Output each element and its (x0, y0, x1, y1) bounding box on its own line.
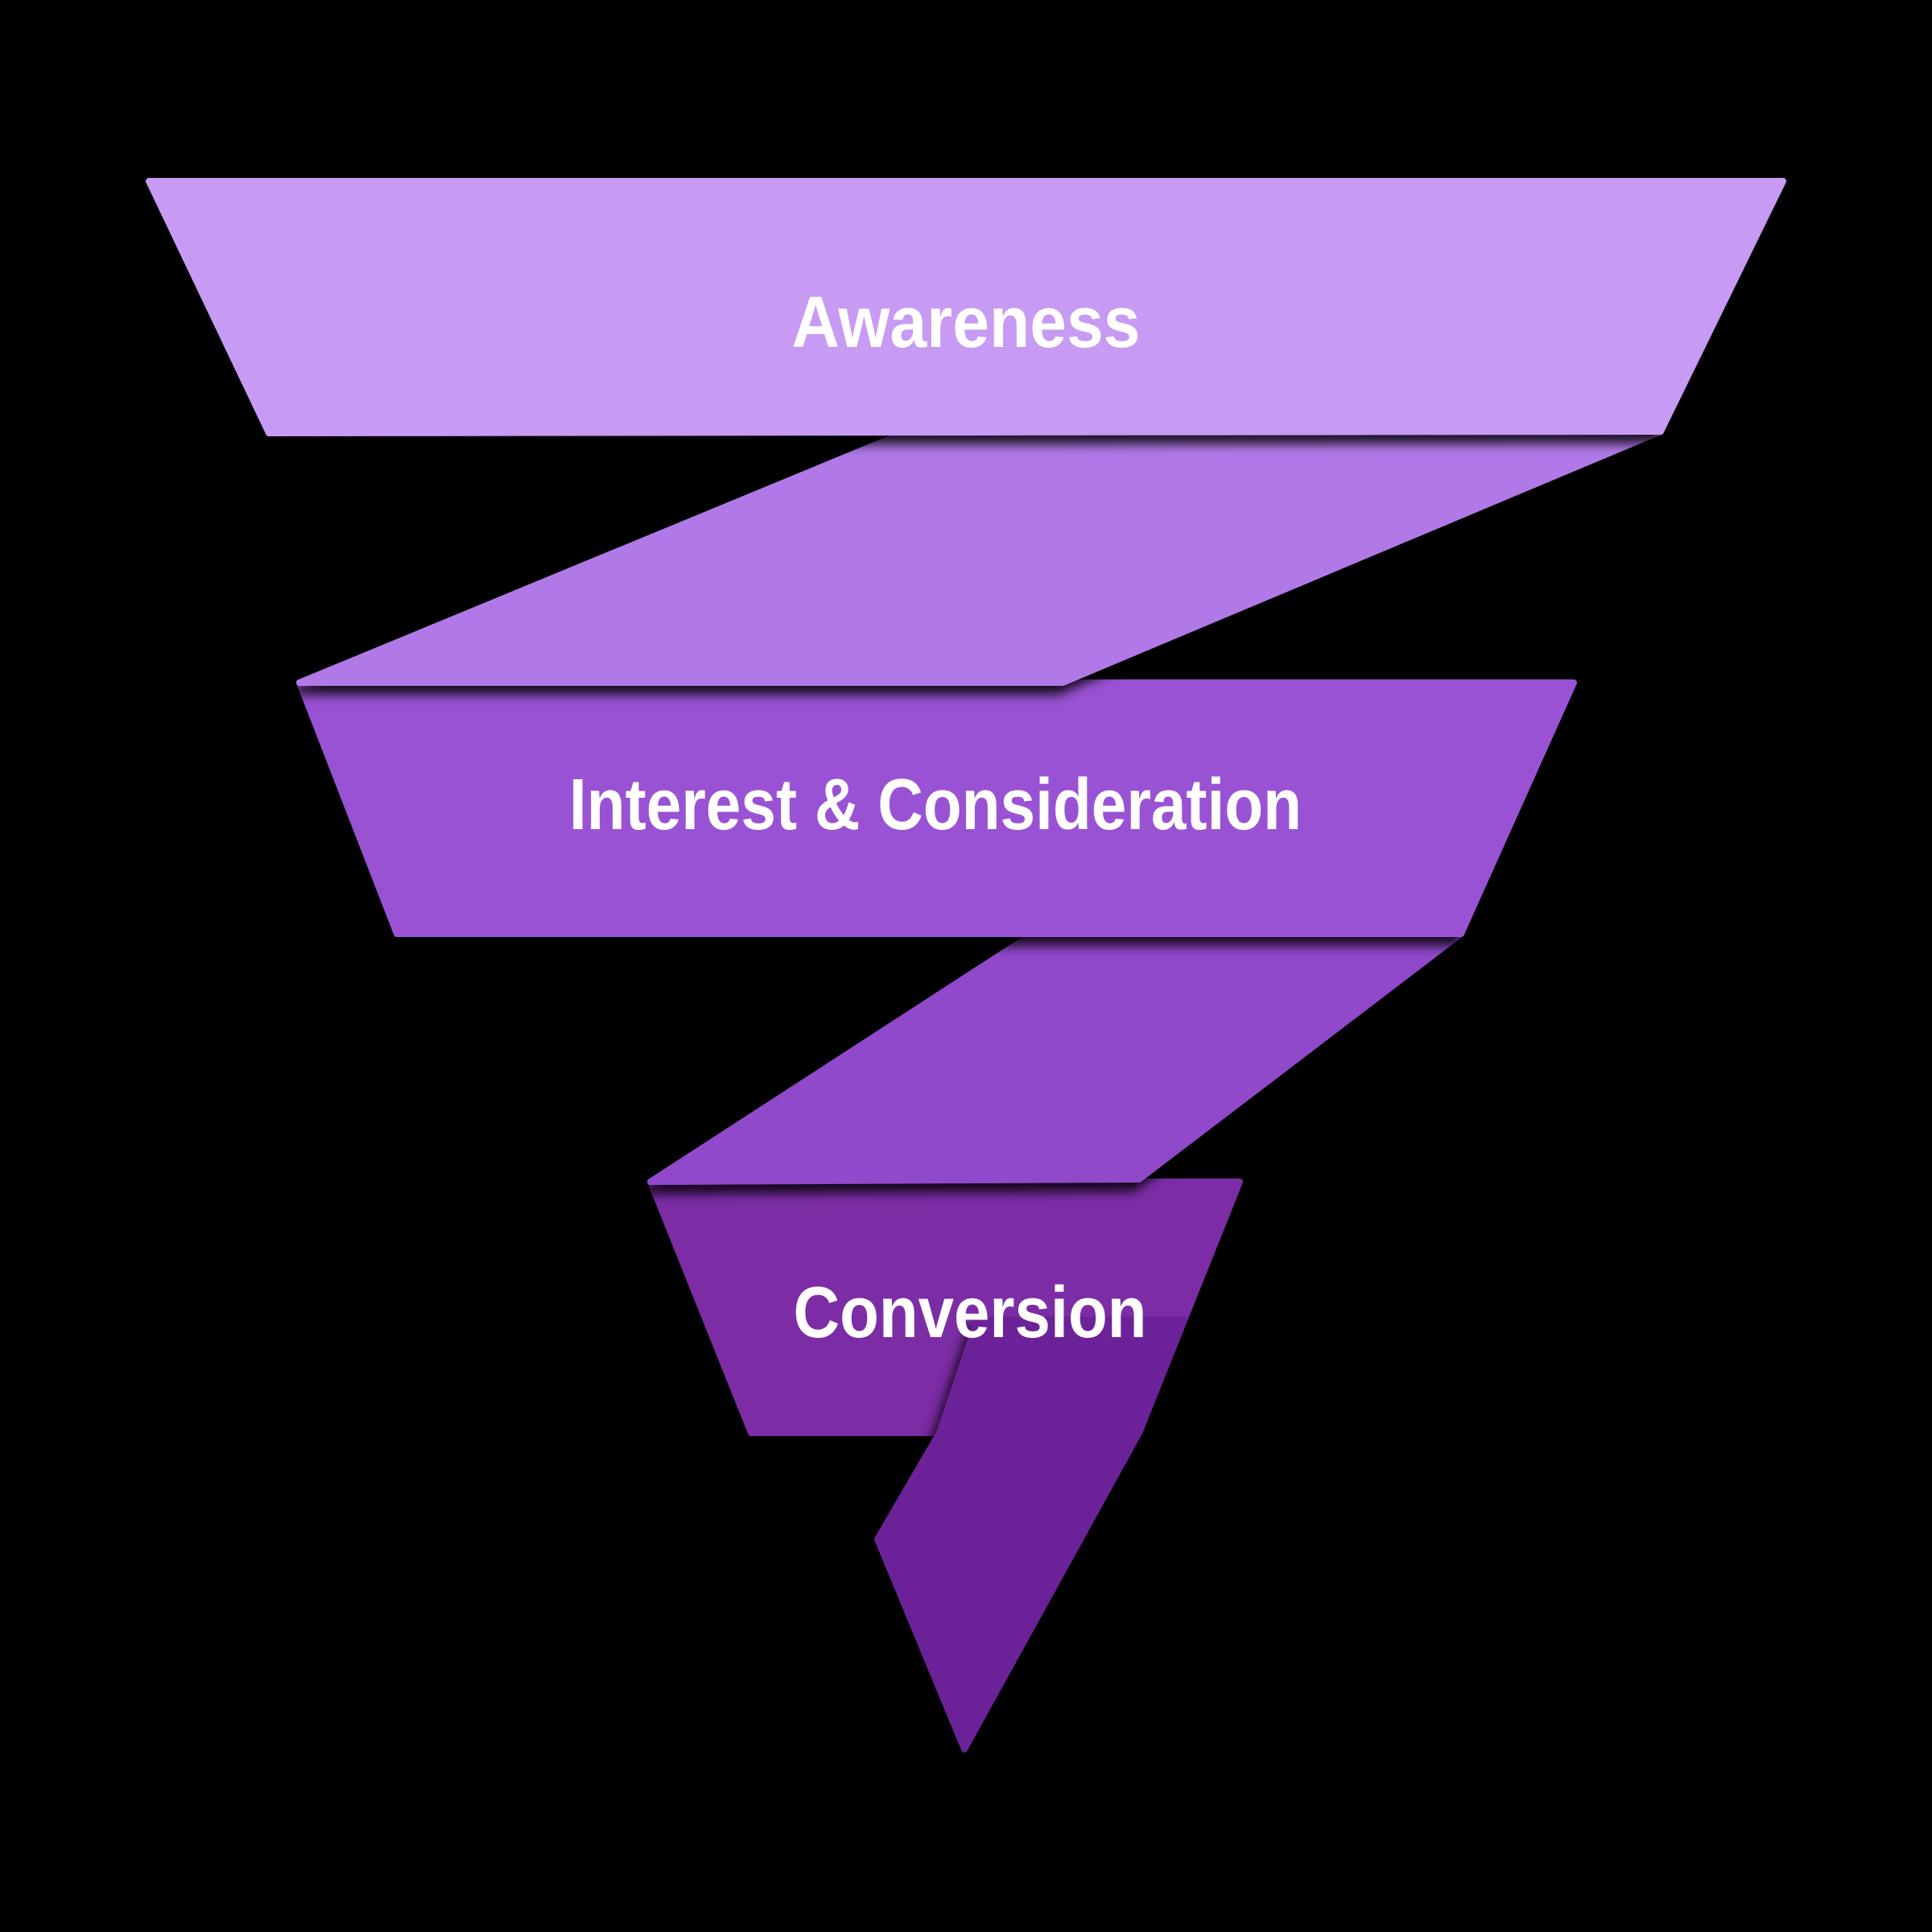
stage-label-awareness: Awareness (792, 283, 1141, 363)
stage-labels: Awareness Interest & Consideration Conve… (569, 283, 1302, 1353)
ribbon-shapes (146, 178, 1786, 1752)
band-awareness (146, 178, 1786, 436)
stage-label-conversion: Conversion (794, 1273, 1147, 1353)
ribbon-tail (874, 1317, 1187, 1752)
connector-2-3 (647, 931, 1464, 1185)
stage-label-interest-consideration: Interest & Consideration (569, 765, 1302, 845)
connector-1-2 (296, 428, 1664, 686)
band-interest (296, 679, 1577, 937)
